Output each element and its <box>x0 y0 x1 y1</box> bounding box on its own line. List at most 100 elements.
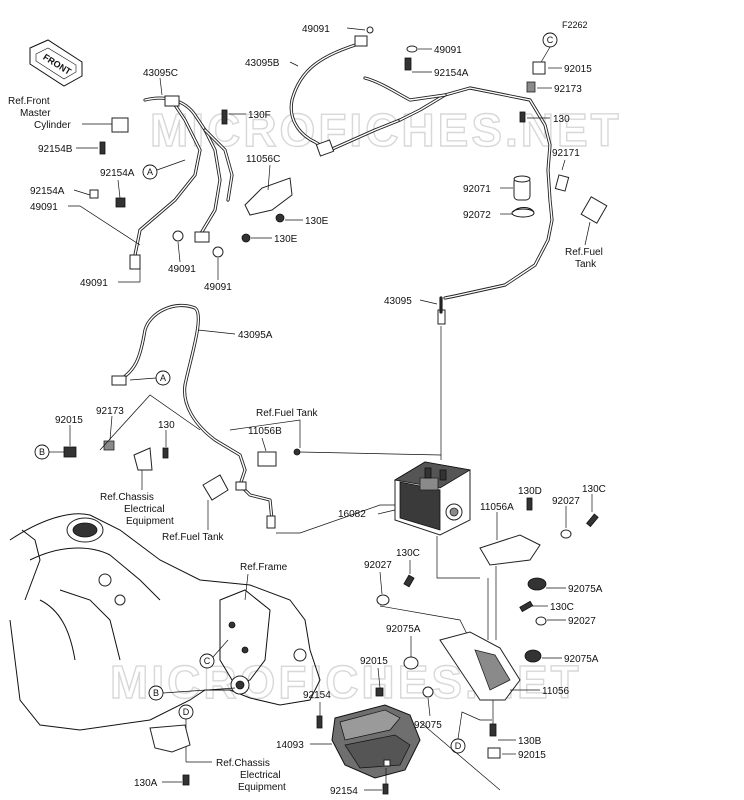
washer-49091-l2 <box>172 230 184 242</box>
ref-fuel-tank-low-part <box>202 474 229 501</box>
bolt-130F <box>221 109 228 125</box>
label-92015-left: 92015 <box>55 415 83 426</box>
fitting-92173-top <box>526 81 536 93</box>
label-92171: 92171 <box>552 148 580 159</box>
label-ref-front-master-2: Master <box>20 108 51 119</box>
bolt-92154A-top <box>404 57 412 71</box>
label-11056B: 11056B <box>248 426 282 437</box>
label-130C-m: 130C <box>550 602 574 613</box>
label-ref-chassis-3: Equipment <box>126 516 174 527</box>
label-92015-top: 92015 <box>564 64 592 75</box>
bolt-92154A-left2 <box>89 189 99 199</box>
washer-49091-l3 <box>212 246 224 258</box>
label-ref-chassis-b1: Ref.Chassis <box>216 758 270 769</box>
label-43095B: 43095B <box>245 58 280 69</box>
fitting-92173-left <box>103 440 115 451</box>
label-49091-l4: 49091 <box>80 278 108 289</box>
label-130A: 130A <box>134 778 158 789</box>
bolt-92015-mid <box>375 687 384 697</box>
label-130B: 130B <box>518 736 542 747</box>
ref-chassis-part-bottom <box>149 724 191 753</box>
callout-D-left-text: D <box>183 707 190 717</box>
bolt-130-top <box>519 111 526 123</box>
pipe-43095C <box>129 95 234 270</box>
callout-B-frame-text: B <box>153 688 159 698</box>
label-92075A-1: 92075A <box>568 584 603 595</box>
callout-A-left-text: A <box>160 373 166 383</box>
label-ref-chassis-1: Ref.Chassis <box>100 492 154 503</box>
label-92154-bot: 92154 <box>330 786 358 797</box>
callout-A-top <box>142 164 158 180</box>
label-92075A-l: 92075A <box>386 624 421 635</box>
label-92015-bot: 92015 <box>518 750 546 761</box>
bolt-92154-bot <box>382 783 389 795</box>
label-130E-2: 130E <box>274 234 298 245</box>
abs-unit-16082 <box>393 461 472 536</box>
callout-C-top-text: C <box>547 35 554 45</box>
pipe-43095B <box>289 26 402 157</box>
label-130C-r: 130C <box>582 484 606 495</box>
bolt-130-left <box>162 447 169 459</box>
label-92173-top: 92173 <box>554 84 582 95</box>
label-92027-l: 92027 <box>364 560 392 571</box>
label-ref-chassis-2: Electrical <box>124 504 165 515</box>
bolt-130E-2 <box>241 233 251 243</box>
bolt-130C-r <box>586 513 599 528</box>
label-43095: 43095 <box>384 296 412 307</box>
grommet-92075 <box>422 686 434 698</box>
label-49091-l3: 49091 <box>204 282 232 293</box>
label-92075A-2: 92075A <box>564 654 599 665</box>
label-130E-1: 130E <box>305 216 329 227</box>
bracket-11056B <box>257 451 277 467</box>
label-16082: 16082 <box>338 509 366 520</box>
bolt-130C-m <box>519 600 534 613</box>
bolt-11056B <box>293 448 301 456</box>
label-92072: 92072 <box>463 210 491 221</box>
bracket-11056C <box>244 177 293 216</box>
bolt-130B <box>489 723 497 737</box>
label-11056A: 11056A <box>480 502 514 513</box>
collar-92027-l <box>376 594 390 606</box>
callout-B-left-text: B <box>39 447 45 457</box>
callout-D-mid-text: D <box>455 741 462 751</box>
bolt-92154B <box>99 141 106 155</box>
label-ref-fuel-tank-r1: Ref.Fuel <box>565 247 603 258</box>
label-49091-l2: 49091 <box>168 264 196 275</box>
label-92154-mid: 92154 <box>303 690 331 701</box>
label-92154B: 92154B <box>38 144 73 155</box>
callout-A-top-text: A <box>147 167 153 177</box>
collar-92027-m <box>535 616 547 626</box>
label-130-left: 130 <box>158 420 175 431</box>
label-ref-fuel-tank-low: Ref.Fuel Tank <box>162 532 225 543</box>
bolt-92015-left <box>63 446 77 458</box>
watermark-top: MICROFICHES.NET <box>150 104 622 156</box>
label-11056C: 11056C <box>246 154 280 165</box>
label-43095A: 43095A <box>238 330 273 341</box>
bracket-11056A <box>479 534 541 566</box>
label-ref-chassis-b2: Electrical <box>240 770 281 781</box>
cover-14093 <box>331 704 421 779</box>
bolt-130A <box>182 774 190 786</box>
label-14093: 14093 <box>276 740 304 751</box>
collar-92027-r <box>560 529 572 539</box>
ref-fuel-tank-right-part <box>580 196 608 224</box>
grommet-92075A-1 <box>527 577 547 591</box>
grommet-92075A-l <box>403 656 419 670</box>
label-43095C: 43095C <box>143 68 178 79</box>
clip-92171 <box>554 174 570 192</box>
pipe-43095A <box>111 303 276 529</box>
label-ref-fuel-tank-mid: Ref.Fuel Tank <box>256 408 319 419</box>
label-ref-fuel-tank-r2: Tank <box>575 259 597 270</box>
label-92071: 92071 <box>463 184 491 195</box>
bolt-92015-bot <box>487 747 501 759</box>
bolt-130E-1 <box>275 213 285 223</box>
label-49091-top: 49091 <box>302 24 330 35</box>
bolt-130C-l <box>403 574 415 588</box>
front-arrow-icon: FRONT <box>29 39 83 87</box>
label-130D: 130D <box>518 486 542 497</box>
label-92027-r: 92027 <box>552 496 580 507</box>
label-92154A-top: 92154A <box>434 68 469 79</box>
label-ref-chassis-b3: Equipment <box>238 782 286 793</box>
